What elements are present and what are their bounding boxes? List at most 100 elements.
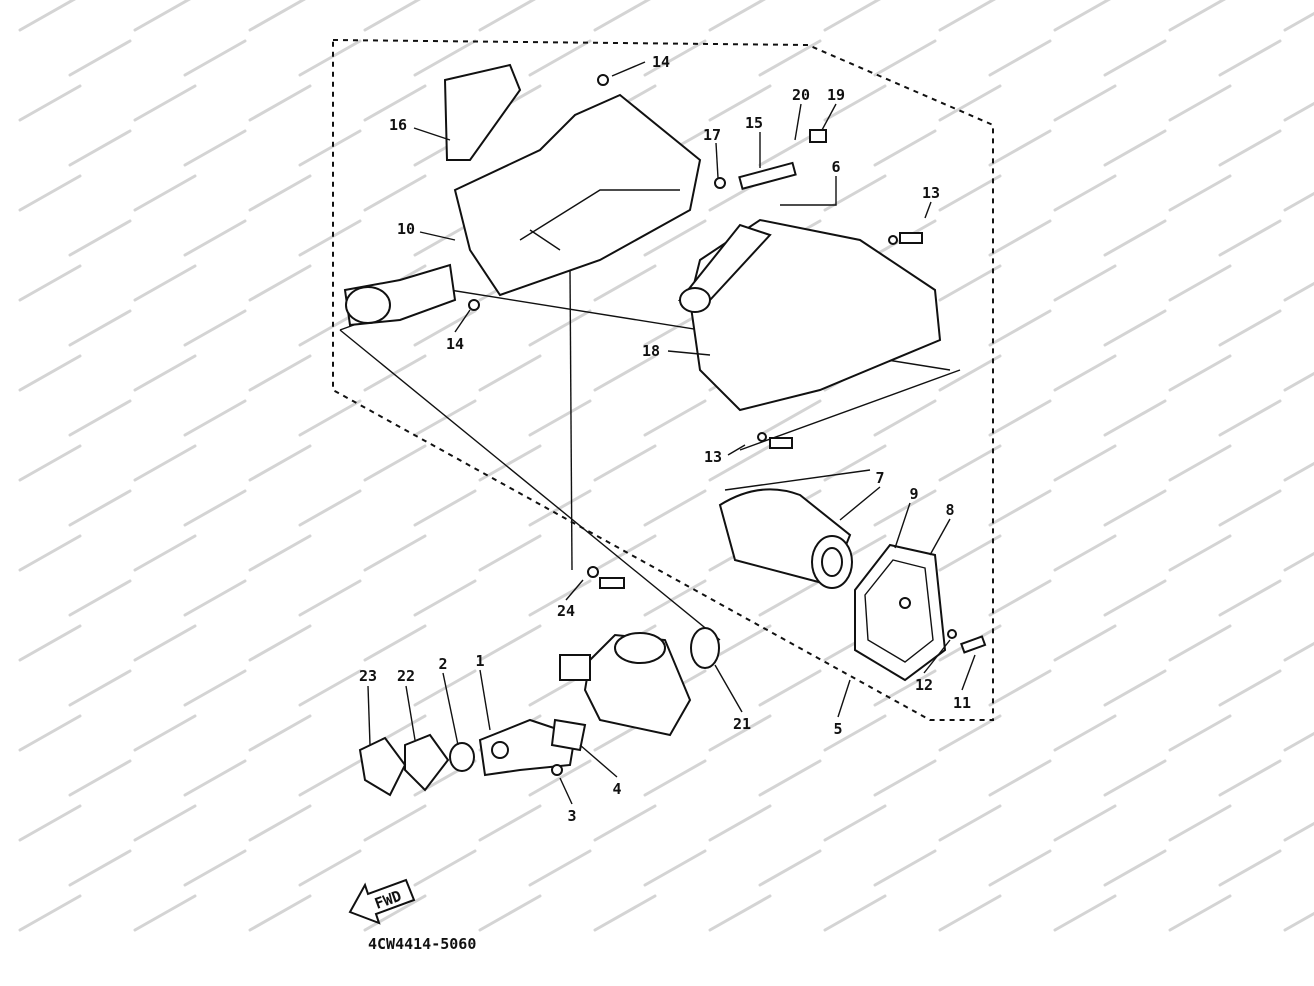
watermark-mark xyxy=(1283,11,1314,32)
watermark-mark xyxy=(873,129,937,167)
callout-11: 11 xyxy=(953,694,971,712)
screw-11 xyxy=(960,635,987,654)
watermark-mark xyxy=(133,354,197,392)
callout-15: 15 xyxy=(745,114,763,132)
watermark-mark xyxy=(593,264,657,302)
filter-cap xyxy=(854,543,947,682)
watermark-mark xyxy=(68,219,132,257)
watermark-mark xyxy=(938,534,1002,572)
callout-24: 24 xyxy=(557,602,575,620)
watermark-mark xyxy=(873,669,937,707)
watermark-mark xyxy=(1283,101,1314,122)
callout-3: 3 xyxy=(567,807,576,825)
watermark-mark xyxy=(643,39,707,77)
watermark-mark xyxy=(1218,129,1282,167)
watermark-mark xyxy=(183,759,247,797)
watermark-mark xyxy=(643,759,707,797)
watermark-mark xyxy=(528,849,592,887)
callout-13: 13 xyxy=(922,184,940,202)
watermark-mark xyxy=(68,489,132,527)
watermark-mark xyxy=(758,399,822,437)
watermark-mark xyxy=(1103,399,1167,437)
watermark-mark xyxy=(1053,624,1117,662)
watermark-mark xyxy=(18,624,82,662)
callout-14: 14 xyxy=(652,53,670,71)
assembly-boundary xyxy=(332,38,994,721)
watermark-mark xyxy=(1283,281,1314,302)
joint-22 xyxy=(404,733,450,792)
watermark-mark xyxy=(938,354,1002,392)
callout-6: 6 xyxy=(831,158,840,176)
watermark-mark xyxy=(298,849,362,887)
watermark-mark xyxy=(183,309,247,347)
callout-8: 8 xyxy=(945,501,954,519)
watermark-mark xyxy=(1168,444,1232,482)
callout-16: 16 xyxy=(389,116,407,134)
callout-1: 1 xyxy=(475,652,484,670)
screw-13a xyxy=(888,232,923,245)
watermark-mark xyxy=(643,399,707,437)
watermark-mark xyxy=(1053,174,1117,212)
leader-lines xyxy=(367,61,976,805)
watermark-mark xyxy=(1168,804,1232,842)
callout-10: 10 xyxy=(397,220,415,238)
watermark-mark xyxy=(988,579,1052,617)
watermark-mark xyxy=(363,624,427,662)
watermark-mark xyxy=(593,534,657,572)
watermark-mark xyxy=(18,174,82,212)
watermark-mark xyxy=(758,669,822,707)
watermark-mark xyxy=(708,804,772,842)
watermark-mark xyxy=(1218,669,1282,707)
watermark-mark xyxy=(1168,174,1232,212)
washer-12 xyxy=(947,629,957,639)
watermark-mark xyxy=(68,309,132,347)
watermark-mark xyxy=(1168,894,1232,932)
watermark-mark xyxy=(823,84,887,122)
nut-14b xyxy=(468,299,480,311)
watermark-mark xyxy=(18,714,82,752)
watermark-mark xyxy=(363,804,427,842)
watermark-mark xyxy=(68,399,132,437)
watermark-mark xyxy=(708,714,772,752)
watermark-mark xyxy=(1168,354,1232,392)
air-filter-element xyxy=(718,488,853,589)
watermark-mark xyxy=(988,309,1052,347)
watermark-mark xyxy=(1218,849,1282,887)
watermark-mark xyxy=(248,354,312,392)
watermark-mark xyxy=(593,0,651,32)
watermark-mark xyxy=(823,714,887,752)
watermark-mark xyxy=(298,579,362,617)
watermark-mark xyxy=(1218,579,1282,617)
watermark-mark xyxy=(1168,264,1232,302)
watermark-mark xyxy=(413,669,477,707)
watermark-mark xyxy=(248,534,312,572)
watermark-mark xyxy=(133,0,191,32)
watermark-mark xyxy=(68,579,132,617)
watermark-mark xyxy=(1283,641,1314,662)
callout-2: 2 xyxy=(438,655,447,673)
watermark-mark xyxy=(478,444,542,482)
watermark-mark xyxy=(1168,0,1226,32)
watermark-mark xyxy=(413,849,477,887)
watermark-mark xyxy=(988,399,1052,437)
watermark-mark xyxy=(413,39,477,77)
watermark-mark xyxy=(823,804,887,842)
watermark-mark xyxy=(18,534,82,572)
watermark-mark xyxy=(298,669,362,707)
watermark-mark xyxy=(298,399,362,437)
watermark-mark xyxy=(478,804,542,842)
watermark-mark xyxy=(1103,759,1167,797)
watermark-mark xyxy=(1168,714,1232,752)
watermark-mark xyxy=(643,489,707,527)
watermark-mark xyxy=(248,444,312,482)
watermark-mark xyxy=(1103,579,1167,617)
watermark-mark xyxy=(873,849,937,887)
watermark-mark xyxy=(1218,399,1282,437)
watermark-mark xyxy=(938,894,1002,932)
watermark-mark xyxy=(298,489,362,527)
watermark-mark xyxy=(1103,489,1167,527)
plug-19 xyxy=(809,129,827,143)
watermark-layer xyxy=(18,0,1314,932)
watermark-mark xyxy=(593,354,657,392)
watermark-mark xyxy=(938,0,996,32)
